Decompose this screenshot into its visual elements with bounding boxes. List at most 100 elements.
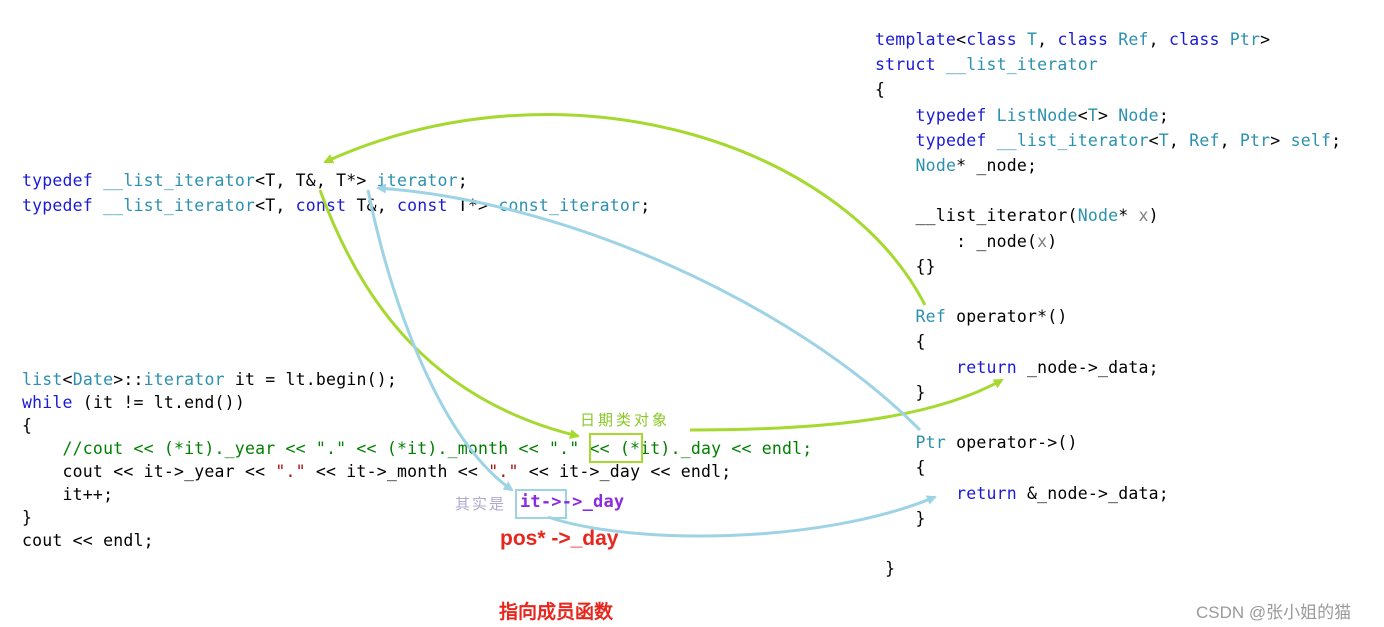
main-code-line: cout << endl;: [22, 529, 812, 552]
code-token: typedef: [22, 196, 93, 215]
code-token: return: [956, 483, 1017, 503]
struct-code-line: Ptr operator->(): [875, 430, 1341, 455]
code-token: _node->_data;: [1016, 357, 1159, 377]
code-token: }: [875, 559, 896, 579]
struct-code-line: Ref operator*(): [875, 304, 1341, 329]
code-token: <T,: [255, 196, 296, 215]
code-token: it = lt.begin();: [224, 370, 397, 389]
code-token: __list_iterator: [945, 55, 1098, 75]
code-token: T: [1027, 30, 1038, 49]
iterator-struct-code: template<class T, class Ref, class Ptr>s…: [875, 27, 1341, 581]
typedef-line: typedef __list_iterator<T, T&, T*> itera…: [22, 168, 650, 193]
code-token: typedef: [22, 171, 93, 190]
blue-arrow-ptr-to-typedef: [376, 183, 922, 432]
code-token: operator*(): [945, 307, 1068, 327]
code-token: struct: [875, 55, 936, 75]
struct-code-line: {: [875, 455, 1341, 480]
code-token: << it->_day << endl;: [518, 462, 732, 481]
arrow-day-label: it->->_day: [520, 492, 625, 512]
code-token: {: [875, 458, 926, 478]
main-code-line: cout << it->_year << "." << it->_month <…: [22, 460, 812, 483]
main-code-line: }: [22, 506, 812, 529]
code-token: ,: [1168, 130, 1190, 150]
code-token: const: [295, 196, 347, 215]
code-token: : _node(: [875, 231, 1038, 251]
code-token: cout << endl;: [22, 531, 154, 550]
green-arrow-typedef-to-deref: [318, 189, 580, 439]
code-token: ,: [1148, 30, 1169, 49]
code-token: (it != lt.end()): [72, 393, 245, 412]
struct-code-line: : _node(x): [875, 229, 1341, 254]
date-object-label: 日期类对象: [580, 411, 671, 429]
code-token: ;: [640, 196, 651, 215]
code-token: typedef: [915, 105, 987, 125]
code-token: Ref: [1189, 130, 1220, 150]
code-token: Ref: [1118, 30, 1149, 49]
code-token: const: [396, 196, 448, 215]
actually-is-label: 其实是: [455, 495, 507, 513]
code-token: }: [22, 508, 33, 527]
code-token: ;: [457, 171, 468, 190]
code-token: <: [62, 370, 73, 389]
code-token: Node: [1118, 105, 1159, 125]
main-code-line: list<Date>::iterator it = lt.begin();: [22, 368, 812, 391]
code-token: << it->_month <<: [305, 462, 489, 481]
code-token: self: [1290, 130, 1332, 150]
code-token: Date: [72, 370, 114, 389]
struct-code-line: Node* _node;: [875, 153, 1341, 178]
blue-arrow-typedef-to-arrow: [366, 189, 514, 492]
code-token: __list_iterator: [996, 130, 1149, 150]
code-token: T: [1087, 105, 1098, 125]
struct-code-line: }: [875, 506, 1341, 531]
code-token: operator->(): [945, 433, 1078, 453]
main-code-line: while (it != lt.end()): [22, 391, 812, 414]
code-token: const_iterator: [498, 196, 641, 215]
code-token: class: [966, 30, 1017, 49]
typedef-line: typedef __list_iterator<T, const T&, con…: [22, 193, 650, 218]
code-token: <: [1077, 105, 1088, 125]
code-token: return: [956, 357, 1017, 377]
typedef-block: typedef __list_iterator<T, T&, T*> itera…: [22, 168, 650, 218]
code-token: * _node;: [956, 156, 1038, 176]
code-token: class: [1057, 30, 1109, 49]
pos-day-label: pos* ->_day: [500, 527, 619, 550]
code-token: __list_iterator: [103, 171, 256, 190]
code-token: T: [1158, 130, 1169, 150]
struct-code-line: {}: [875, 254, 1341, 279]
code-token: list: [22, 370, 63, 389]
code-token: Ptr: [1239, 130, 1271, 150]
code-token: typedef: [915, 130, 987, 150]
code-token: >: [1270, 130, 1291, 150]
main-code-line: {: [22, 414, 812, 437]
struct-code-line: __list_iterator(Node* x): [875, 203, 1341, 228]
struct-code-line: struct __list_iterator: [875, 52, 1341, 77]
code-token: *: [1118, 206, 1139, 226]
code-token: ): [1148, 206, 1159, 226]
code-token: Ptr: [1229, 30, 1261, 49]
code-token: Ref: [915, 307, 946, 327]
code-token: iterator: [376, 171, 458, 190]
green-arrow-ref-to-typedef: [323, 113, 927, 306]
main-loop-code: list<Date>::iterator it = lt.begin();whi…: [22, 368, 812, 552]
code-token: __list_iterator(: [875, 206, 1078, 226]
code-token: Ptr: [915, 433, 946, 453]
struct-code-line: }: [875, 380, 1341, 405]
code-token: {: [875, 332, 926, 352]
code-token: ;: [1158, 105, 1169, 125]
code-token: <: [956, 30, 967, 49]
code-token: }: [875, 382, 926, 402]
code-token: {}: [875, 256, 936, 276]
main-code-line: it++;: [22, 483, 812, 506]
code-token: iterator: [143, 370, 225, 389]
struct-code-line: typedef ListNode<T> Node;: [875, 103, 1341, 128]
code-token: x: [1138, 206, 1149, 226]
code-token: __list_iterator: [103, 196, 256, 215]
main-code-line: //cout << (*it)._year << "." << (*it)._m…: [22, 437, 813, 460]
struct-code-line: }: [875, 556, 1341, 581]
code-token: ): [1047, 231, 1058, 251]
code-token: class: [1168, 30, 1220, 49]
code-token: ".": [275, 462, 306, 481]
code-token: ListNode: [996, 105, 1078, 125]
struct-code-line: template<class T, class Ref, class Ptr>: [875, 27, 1341, 52]
